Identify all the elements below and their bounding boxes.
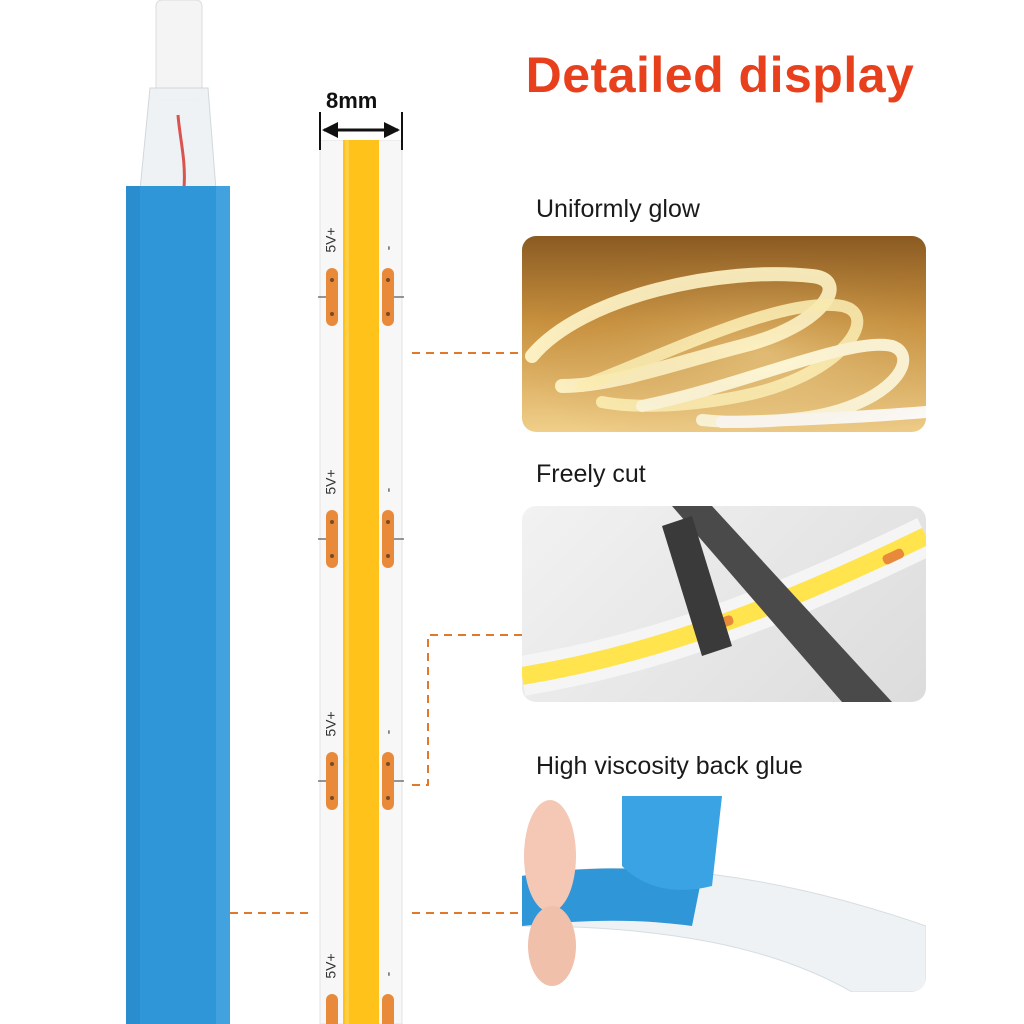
negative-label: - <box>379 487 396 493</box>
page-title: Detailed display <box>525 47 915 103</box>
cable-and-backing <box>120 0 240 1024</box>
positive-label: 5V+ <box>322 953 339 979</box>
feature-label-freely-cut: Freely cut <box>536 460 646 488</box>
negative-label: - <box>379 971 396 977</box>
back-glue-photo <box>522 796 926 992</box>
negative-label: - <box>379 729 396 735</box>
strip-pads <box>318 140 404 1024</box>
width-dimension-arrow <box>316 112 408 150</box>
width-dimension-label: 8mm <box>326 88 378 113</box>
freely-cut-photo <box>522 506 926 702</box>
positive-label: 5V+ <box>322 469 339 495</box>
positive-label: 5V+ <box>322 227 339 253</box>
negative-label: - <box>379 245 396 251</box>
feature-label-back-glue: High viscosity back glue <box>536 752 803 780</box>
uniformly-glow-photo <box>522 236 926 432</box>
positive-label: 5V+ <box>322 711 339 737</box>
feature-label-uniformly-glow: Uniformly glow <box>536 195 700 223</box>
